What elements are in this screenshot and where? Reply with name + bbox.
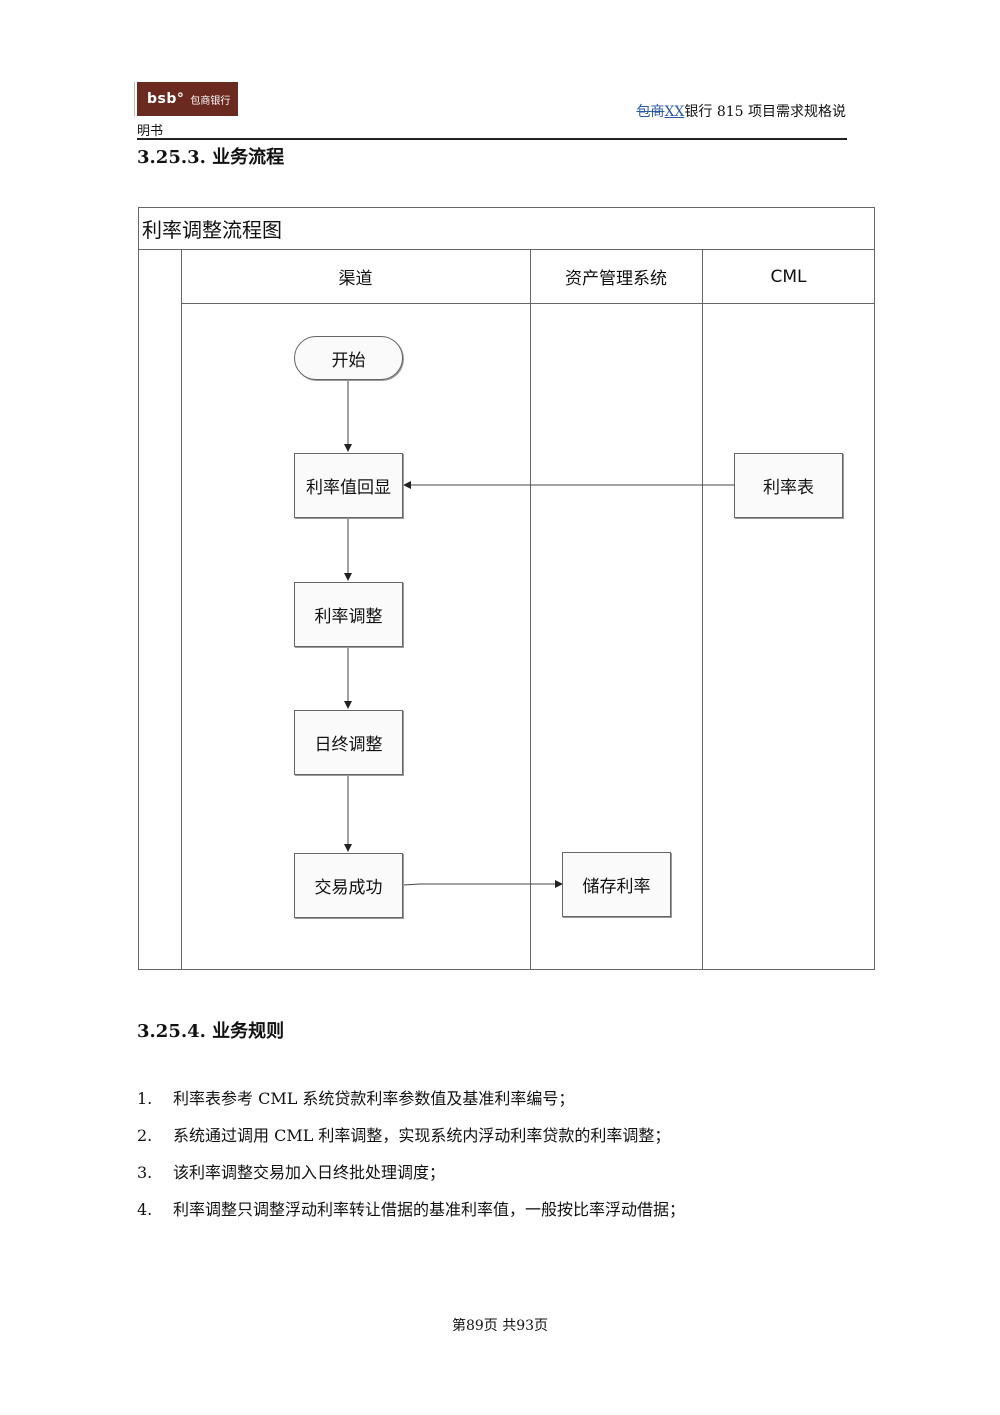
node-rate-adjust: 利率调整 (294, 582, 403, 647)
list-text: 系统通过调用 CML 利率调整，实现系统内浮动利率贷款的利率调整； (173, 1126, 671, 1145)
list-number: 2. (137, 1126, 153, 1145)
section-heading-rules: 3.25.4. 业务规则 (137, 1021, 285, 1042)
lane-header-channel: 渠道 (338, 269, 373, 289)
list-text: 利率调整只调整浮动利率转让借据的基准利率值，一般按比率浮动借据； (173, 1200, 686, 1219)
logo-brand: bsb° (147, 91, 185, 107)
node-eod-adjust: 日终调整 (294, 710, 403, 775)
node-store-rate: 储存利率 (562, 852, 671, 917)
list-text: 该利率调整交易加入日终批处理调度； (173, 1163, 446, 1182)
logo-bank-name: 包商银行 (190, 95, 231, 107)
flowchart-title: 利率调整流程图 (142, 218, 282, 242)
node-trade-success: 交易成功 (294, 853, 403, 918)
list-number: 3. (137, 1163, 153, 1182)
header-divider (134, 82, 135, 116)
header-rule (137, 138, 847, 140)
title-divider (138, 249, 875, 250)
list-item: 1. 利率表参考 CML 系统贷款利率参数值及基准利率编号； (137, 1080, 685, 1117)
document-title: 包商XX银行 815 项目需求规格说 (636, 101, 846, 121)
page-footer: 第89页 共93页 (451, 1318, 549, 1334)
lane-divider-2 (702, 249, 703, 970)
list-item: 3. 该利率调整交易加入日终批处理调度； (137, 1154, 685, 1191)
list-item: 2. 系统通过调用 CML 利率调整，实现系统内浮动利率贷款的利率调整； (137, 1117, 685, 1154)
lane-header-asset-system: 资产管理系统 (565, 269, 667, 289)
list-item: 4. 利率调整只调整浮动利率转让借据的基准利率值，一般按比率浮动借据； (137, 1191, 685, 1228)
deleted-text: 包商 (636, 104, 665, 120)
lane-header-cml: CML (770, 266, 807, 287)
lane-header-divider (181, 303, 875, 304)
list-text: 利率表参考 CML 系统贷款利率参数值及基准利率编号； (173, 1089, 575, 1108)
document-title-continued: 明书 (137, 124, 164, 139)
inserted-text: XX (664, 104, 685, 120)
lane-divider-left (181, 249, 182, 970)
document-title-rest: 银行 815 项目需求规格说 (684, 104, 846, 120)
lane-divider-1 (530, 249, 531, 970)
list-number: 1. (137, 1089, 153, 1108)
flowchart-frame (138, 207, 875, 970)
section-heading-flow: 3.25.3. 业务流程 (137, 147, 285, 168)
node-start: 开始 (294, 336, 403, 380)
bank-logo: bsb° 包商银行 (137, 82, 238, 116)
list-number: 4. (137, 1200, 153, 1219)
node-rate-display: 利率值回显 (294, 453, 403, 518)
rules-list: 1. 利率表参考 CML 系统贷款利率参数值及基准利率编号； 2. 系统通过调用 C… (137, 1080, 685, 1228)
arrow-success-to-store (402, 880, 563, 888)
node-rate-table: 利率表 (734, 453, 843, 518)
